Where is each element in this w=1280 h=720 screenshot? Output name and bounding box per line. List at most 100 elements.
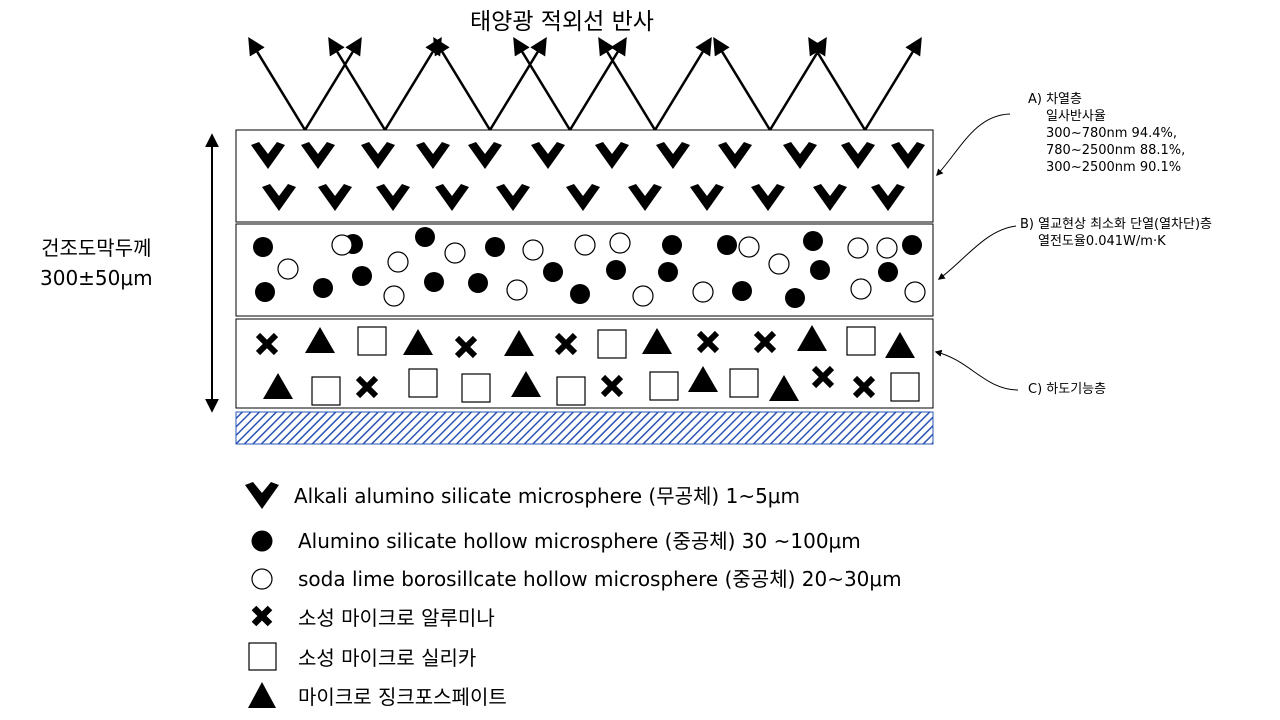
square-particle (649, 371, 679, 401)
legend-item-cross: 소성 마이크로 알루미나 (244, 598, 495, 634)
filled-circle-particle (732, 281, 752, 301)
reflection-ray (863, 37, 922, 131)
triangle-particle (403, 329, 433, 355)
cross-particle (753, 330, 777, 354)
open-circle-particle (847, 237, 869, 259)
annotation-b-title: B) 열교현상 최소화 단열(열차단)층 (1020, 217, 1213, 232)
filled-circle-particle (902, 235, 922, 255)
filled-circle-particle (878, 262, 898, 282)
open-circle-icon (251, 568, 273, 590)
cross-particle (852, 375, 876, 399)
legend-label: 소성 마이크로 알루미나 (298, 605, 495, 630)
annotation-c: C) 하도기능층 (1028, 381, 1106, 398)
reflection-ray (488, 37, 547, 131)
filled-circle-particle (253, 237, 273, 257)
chevron-particle (783, 142, 817, 169)
filled-circle-particle (424, 272, 444, 292)
open-circle-particle (738, 236, 760, 258)
triangle-particle (885, 332, 915, 358)
annotation-a-title: A) 차열층 (1028, 92, 1082, 107)
legend-label: Alumino silicate hollow microsphere (중공체… (298, 528, 861, 553)
filled-circle-particle (485, 237, 505, 257)
chevron-particle (251, 142, 285, 169)
chevron-particle (595, 142, 629, 169)
thickness-label-line2: 300±50μm (40, 266, 153, 290)
filled-circle-particle (785, 288, 805, 308)
chevron-icon (245, 482, 279, 509)
open-circle-particle (632, 285, 654, 307)
chevron-particle (301, 142, 335, 169)
triangle-particle (504, 330, 534, 356)
filled-circle-particle (658, 262, 678, 282)
chevron-particle (262, 184, 296, 211)
triangle-icon (248, 682, 276, 708)
cross-particle (696, 330, 720, 354)
legend-item-chevron: Alkali alumino silicate microsphere (무공체… (244, 476, 800, 512)
substrate-layer (235, 411, 934, 445)
filled-circle-particle (543, 262, 563, 282)
filled-circle-particle (803, 231, 823, 251)
chevron-particle (690, 184, 724, 211)
open-circle-particle (876, 237, 898, 259)
filled-circle-icon (251, 530, 273, 552)
open-circle-particle (609, 232, 631, 254)
legend-item-filled-circle: Alumino silicate hollow microsphere (중공체… (244, 521, 861, 557)
open-circle-particle (904, 281, 926, 303)
callout-arrow-b (937, 225, 1017, 280)
layer-b-particles (253, 227, 926, 308)
square-particle (729, 368, 759, 398)
chevron-particle (751, 184, 785, 211)
cross-particle (454, 335, 478, 359)
reflection-ray (513, 37, 572, 131)
reflection-ray (433, 37, 492, 131)
chevron-particle (531, 142, 565, 169)
filled-circle-particle (255, 282, 275, 302)
chevron-particle (566, 184, 600, 211)
annotation-a-line: 300~2500nm 90.1% (1046, 160, 1182, 175)
open-circle-particle (331, 234, 353, 256)
square-particle (556, 376, 586, 406)
thickness-label: 건조도막두께 300±50μm (40, 233, 153, 293)
chevron-particle (841, 142, 875, 169)
cross-particle (355, 375, 379, 399)
chevron-particle (891, 142, 925, 169)
reflection-ray (303, 37, 362, 131)
chevron-particle (376, 184, 410, 211)
open-circle-particle (387, 251, 409, 273)
square-particle (846, 326, 876, 356)
layer-c-particles (255, 325, 920, 406)
chevron-particle (361, 142, 395, 169)
reflection-ray (598, 37, 657, 131)
legend-label: 마이크로 징크포스페이트 (298, 684, 507, 709)
chevron-particle (628, 184, 662, 211)
chevron-particle (416, 142, 450, 169)
reflection-ray (808, 37, 867, 131)
annotation-a-line: 300~780nm 94.4%, (1046, 126, 1177, 141)
annotation-b: B) 열교현상 최소화 단열(열차단)층 열전도율0.041W/m·K (1020, 216, 1212, 250)
reflection-ray (653, 37, 712, 131)
annotation-b-line: 열전도율0.041W/m·K (1038, 234, 1166, 249)
chevron-particle (813, 184, 847, 211)
open-circle-particle (444, 242, 466, 264)
callout-arrow-a (936, 113, 1011, 177)
filled-circle-particle (662, 235, 682, 255)
chevron-particle (468, 142, 502, 169)
annotation-a: A) 차열층 일사반사율 300~780nm 94.4%, 780~2500nm… (1028, 91, 1185, 176)
chevron-particle (435, 184, 469, 211)
reflection-ray (768, 37, 827, 131)
top-title: 태양광 적외선 반사 (470, 9, 654, 35)
legend-item-triangle: 마이크로 징크포스페이트 (244, 677, 507, 713)
cross-particle (554, 332, 578, 356)
thickness-label-line1: 건조도막두께 (41, 236, 152, 260)
filled-circle-particle (717, 235, 737, 255)
filled-circle-particle (352, 266, 372, 286)
open-circle-particle (692, 281, 714, 303)
triangle-particle (263, 373, 293, 399)
square-icon (248, 642, 277, 671)
square-particle (357, 326, 387, 356)
annotation-a-line: 780~2500nm 88.1%, (1046, 143, 1186, 158)
square-particle (597, 329, 627, 359)
callout-arrow-c (934, 349, 1019, 391)
open-circle-particle (277, 258, 299, 280)
